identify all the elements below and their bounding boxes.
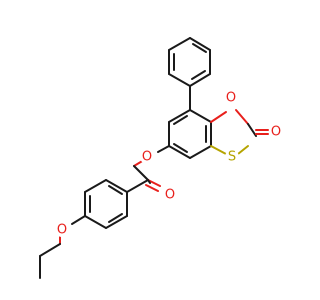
carbonyl-oxygen-ring-label: O xyxy=(271,125,281,140)
phenyl-ring xyxy=(168,37,211,87)
ring-sulfur-label: S xyxy=(228,150,236,165)
ester-carbonyl-oxygen-atom: O xyxy=(163,188,177,203)
ether-oxygen-atom: O xyxy=(55,223,69,238)
oxathiolone-ring xyxy=(210,109,269,155)
benzoxathiole-benzene-ring xyxy=(168,109,212,159)
ring-oxygen-label: O xyxy=(226,91,236,106)
ether-oxygen-label: O xyxy=(57,223,67,238)
ring-oxygen-atom: O xyxy=(224,91,238,106)
carbonyl-oxygen-ring-atom: O xyxy=(269,125,283,140)
ring-sulfur-atom: S xyxy=(225,150,239,165)
ester-oxygen-atom: O xyxy=(140,150,154,165)
molecule-structure: O O S O O O xyxy=(39,37,283,279)
ethoxyphenyl-ring xyxy=(84,179,128,229)
ester-carbonyl-oxygen-label: O xyxy=(165,188,175,203)
ester-oxygen-label: O xyxy=(142,150,152,165)
